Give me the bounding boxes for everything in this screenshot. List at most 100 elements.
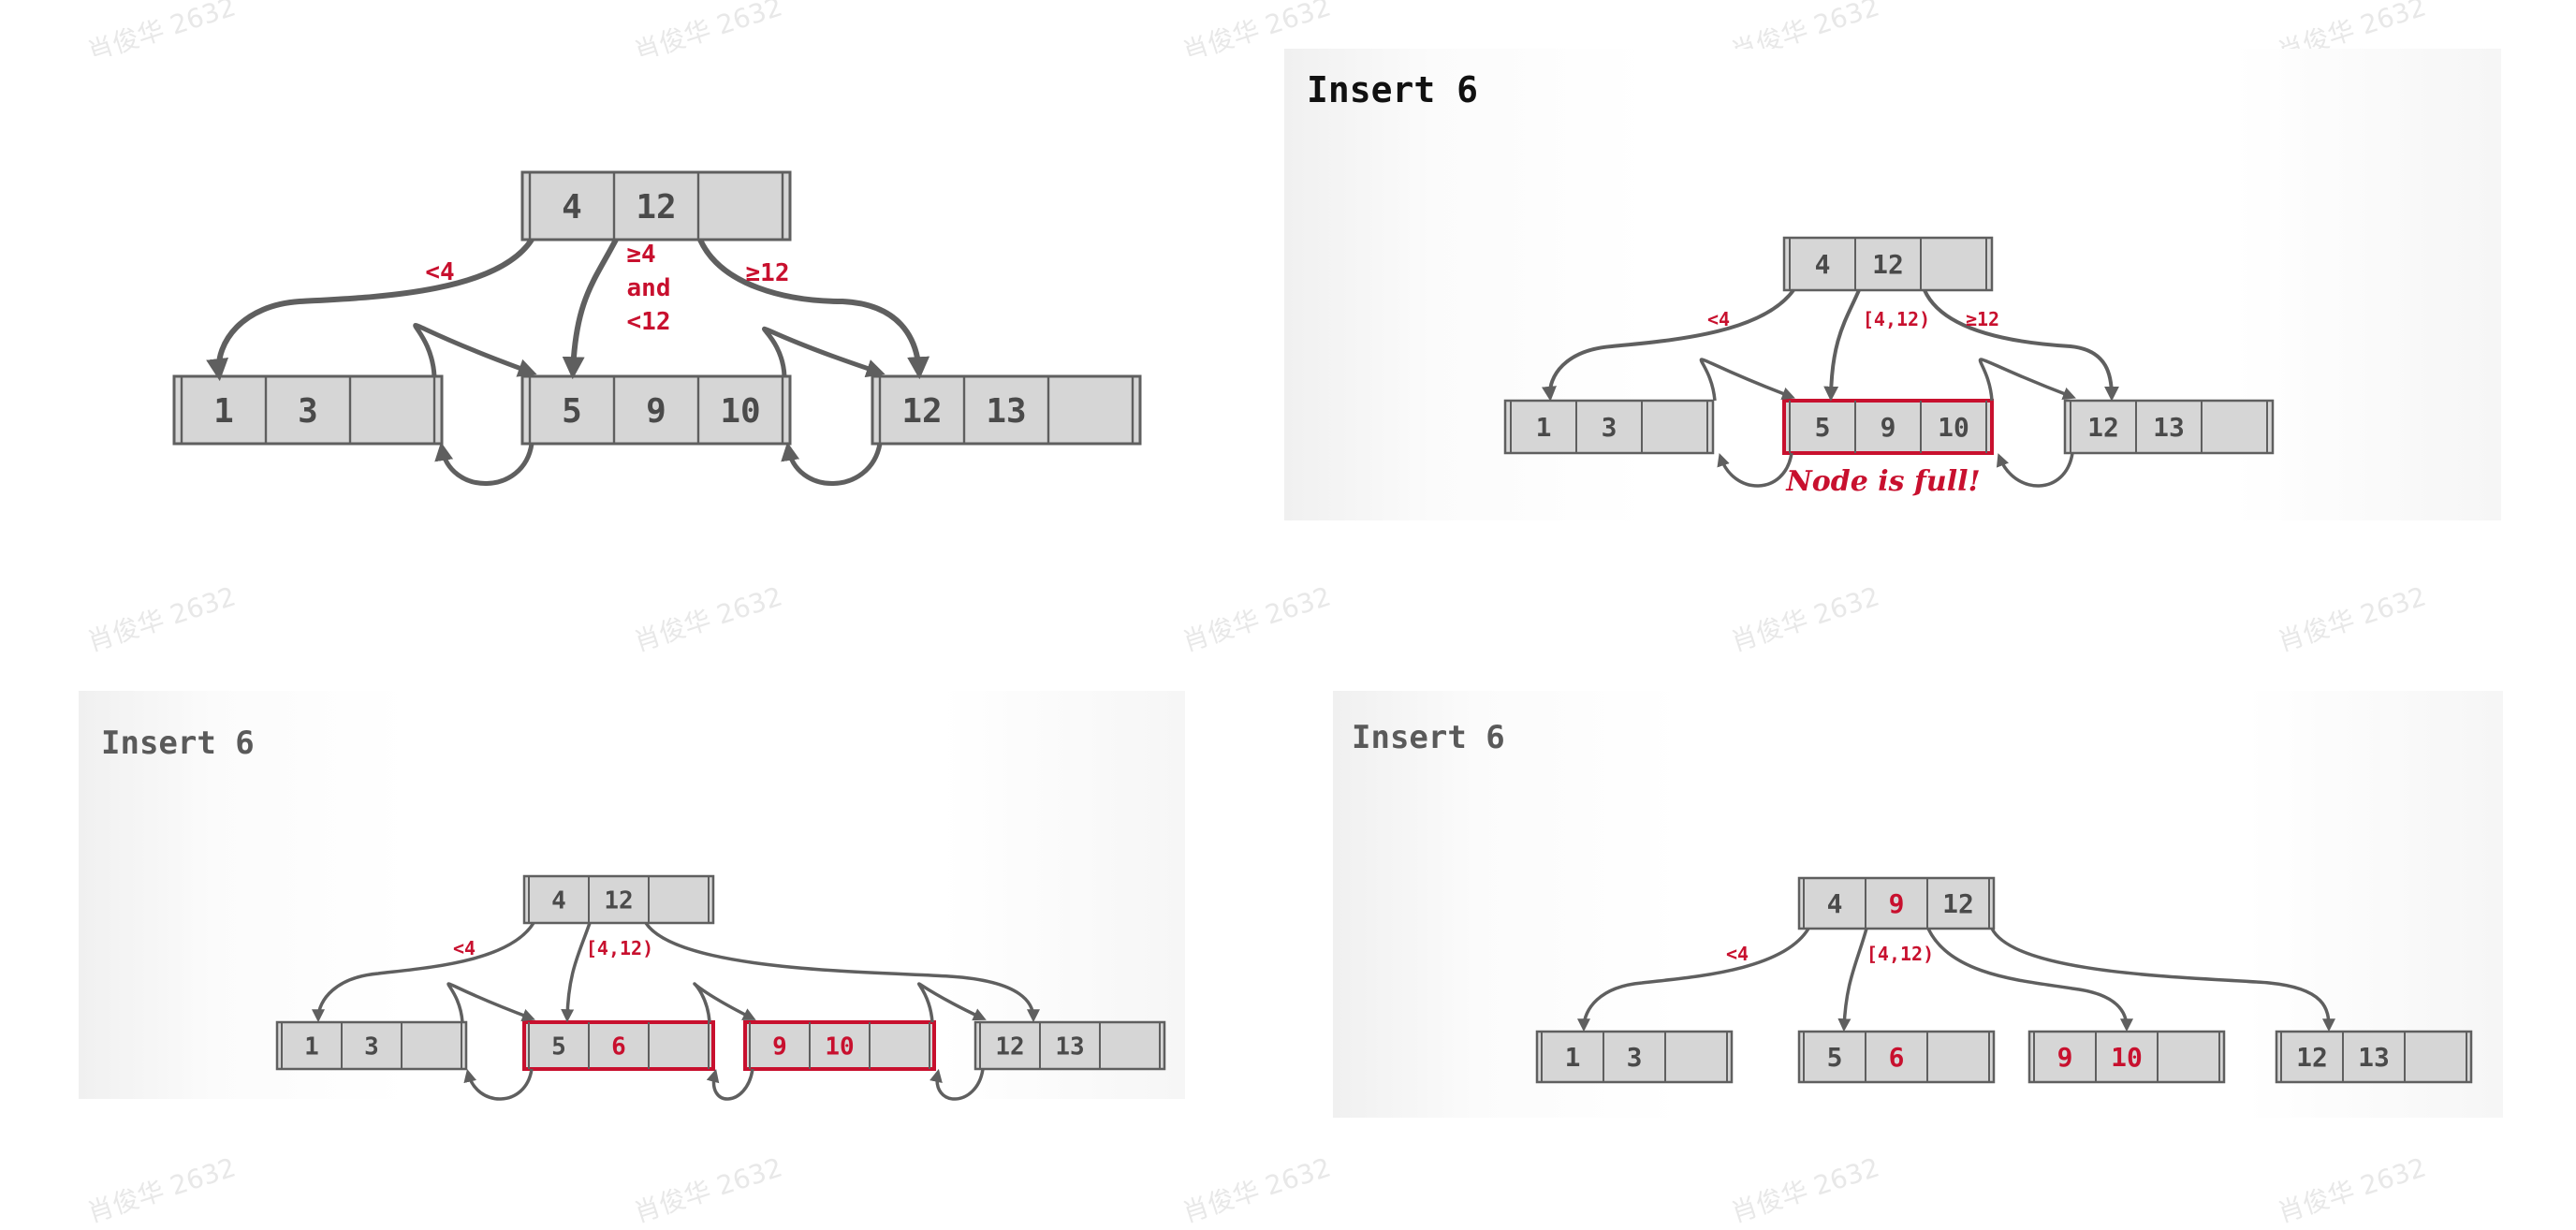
watermark-text: 肖俊华 2632 [630,1151,786,1229]
node-box [871,374,1142,446]
node-key-12: 12 [2296,1042,2328,1073]
watermark-text: 肖俊华 2632 [1727,1151,1883,1229]
node-key-13: 13 [2358,1042,2390,1073]
child-pointer [561,922,592,1023]
child-pointer [1923,289,2119,402]
panel-title: Insert 6 [1307,69,1479,110]
sibling-pointer [1996,452,2074,488]
node-key-12: 12 [604,886,633,915]
node-key-13: 13 [2153,412,2185,443]
node-key-9: 9 [646,392,666,431]
child-pointer [644,922,1040,1023]
child-pointer [1990,928,2335,1032]
child-pointer [1542,288,1795,402]
watermark-text: 肖俊华 2632 [2274,580,2430,658]
child-pointer [1823,289,1861,402]
node-key-3: 3 [364,1032,379,1061]
edge-label: <4 [425,258,454,286]
sibling-pointer [463,1068,534,1101]
sibling-pointer [761,326,886,378]
child-pointer [206,238,534,382]
node-box [2063,399,2275,455]
node-box [520,170,792,242]
node-box [522,1020,715,1071]
sibling-pointer [693,982,756,1023]
node-box [743,1020,936,1071]
leaf-node: 12 13 [2275,1030,2473,1084]
node-box [1782,236,1994,292]
sibling-pointer [706,1068,754,1101]
edge-label: [4,12) [1866,943,1934,965]
node-key-9: 9 [2057,1042,2073,1073]
node-box [520,374,792,446]
child-pointer [562,238,619,380]
node-key-12: 12 [2087,412,2119,443]
node-box [1797,876,1996,930]
node-key-5: 5 [1827,1042,1843,1073]
leaf-node: 12 13 [2063,399,2275,455]
sibling-pointer [781,442,883,486]
node-key-10: 10 [1938,412,1969,443]
edge-label: <4 [1726,943,1749,965]
panel-title: Insert 6 [101,725,255,762]
child-pointer [1837,928,1868,1032]
node-key-1: 1 [1565,1042,1581,1073]
panel-title: Insert 6 [1352,719,1505,756]
node-box [1535,1030,1734,1084]
edge-label: and [627,274,671,302]
sibling-pointer [917,982,987,1023]
node-box [522,874,715,925]
sibling-pointer [1978,358,2076,402]
edge-label: [4,12) [586,937,653,959]
node-box [1797,1030,1996,1084]
child-pointer [1926,928,2133,1032]
edge-label: ≥12 [1966,308,1999,330]
child-pointer [312,922,535,1023]
node-key-3: 3 [1627,1042,1643,1073]
node-key-9: 9 [1889,888,1905,919]
sibling-pointer [1717,452,1793,488]
node-box [1782,399,1994,455]
node-key-4: 4 [551,886,566,915]
node-key-4: 4 [1827,888,1843,919]
node-key-1: 1 [213,392,234,431]
node-key-6: 6 [1889,1042,1905,1073]
watermark-text: 肖俊华 2632 [83,580,240,658]
child-pointer [697,238,930,380]
sibling-pointer [434,442,534,486]
node-box [2275,1030,2473,1084]
watermark-text: 肖俊华 2632 [630,580,786,658]
node-box [2027,1030,2226,1084]
edge-label: <4 [453,937,476,959]
edge-label: ≥4 [626,241,655,269]
sibling-pointer [413,323,537,377]
node-key-10: 10 [825,1032,854,1061]
child-pointer [1577,928,1810,1032]
sibling-pointer [929,1068,985,1101]
node-key-4: 4 [1815,249,1831,280]
node-key-4: 4 [562,188,582,227]
node-key-12: 12 [995,1032,1024,1061]
edge-label: <4 [1707,308,1730,330]
node-key-1: 1 [1536,412,1552,443]
